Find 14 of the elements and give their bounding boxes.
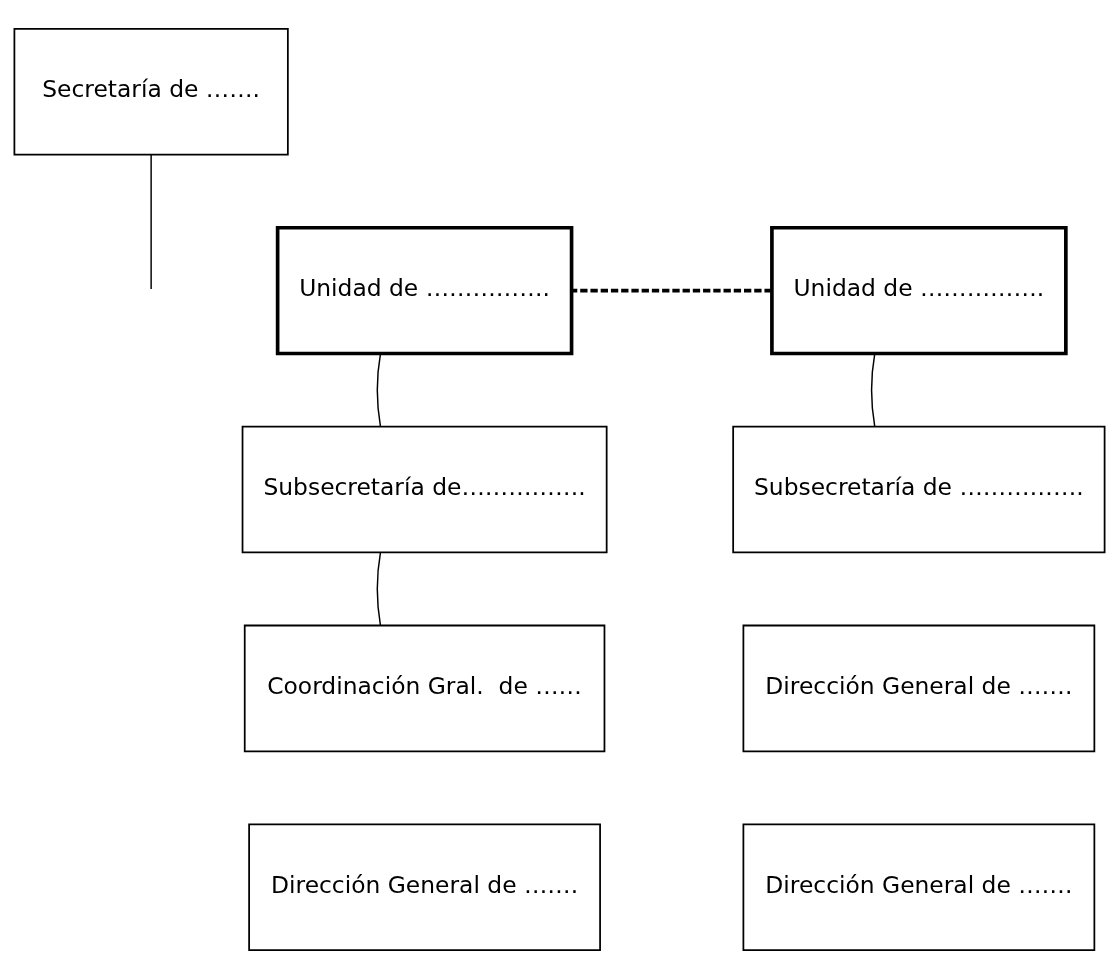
node-box: Dirección General de ……. <box>742 823 1096 952</box>
node-box: Unidad de ……………. <box>770 225 1068 356</box>
connector <box>571 288 772 293</box>
node-box: Subsecretaría de……………. <box>241 425 608 554</box>
node-box: Subsecretaría de ……………. <box>732 425 1106 554</box>
connector <box>376 352 382 427</box>
node-box: Unidad de ……………. <box>275 225 574 356</box>
connector <box>150 153 152 290</box>
node-box: Dirección General de ……. <box>742 624 1096 753</box>
node-box: Coordinación Gral. de …… <box>243 624 606 753</box>
connector <box>871 352 876 427</box>
connector <box>376 551 382 626</box>
node-box: Dirección General de ……. <box>248 823 601 952</box>
node-box: Secretaría de ……. <box>13 27 289 156</box>
